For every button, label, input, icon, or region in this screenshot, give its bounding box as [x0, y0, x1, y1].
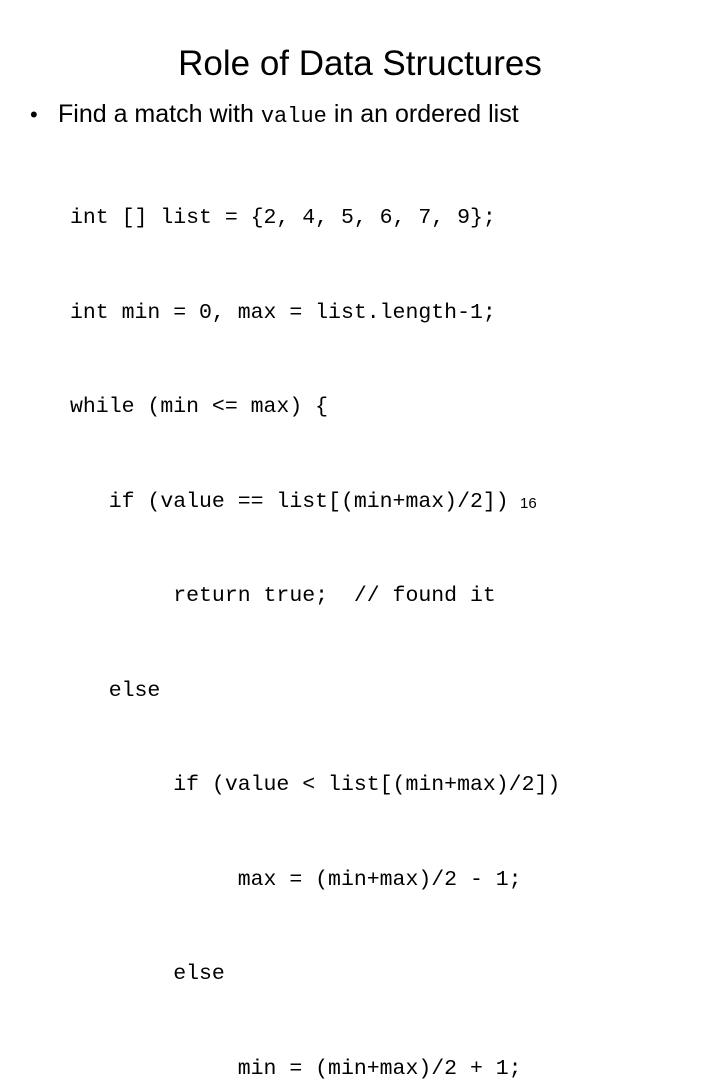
bullet-marker-icon: •	[30, 102, 58, 128]
bullet-item: •Find a match with value in an ordered l…	[30, 100, 690, 129]
code-block: int [] list = {2, 4, 5, 6, 7, 9}; int mi…	[70, 140, 710, 1080]
page-title: Role of Data Structures	[0, 44, 720, 84]
bullet-text-before: Find a match with	[58, 100, 261, 128]
code-line: else	[70, 959, 710, 991]
code-line: max = (min+max)/2 - 1;	[70, 865, 710, 897]
bullet-code-word: value	[261, 104, 327, 129]
code-line: else	[70, 676, 710, 708]
code-line: return true; // found it	[70, 581, 710, 613]
code-line: if (value == list[(min+max)/2])	[70, 487, 710, 519]
code-line: if (value < list[(min+max)/2])	[70, 770, 710, 802]
code-line: while (min <= max) {	[70, 392, 710, 424]
code-line: int min = 0, max = list.length-1;	[70, 298, 710, 330]
slide: Role of Data Structures •Find a match wi…	[0, 0, 720, 540]
slide-number: 16	[520, 495, 537, 512]
code-line: int [] list = {2, 4, 5, 6, 7, 9};	[70, 203, 710, 235]
code-line: min = (min+max)/2 + 1;	[70, 1054, 710, 1080]
bullet-text-after: in an ordered list	[327, 100, 519, 128]
